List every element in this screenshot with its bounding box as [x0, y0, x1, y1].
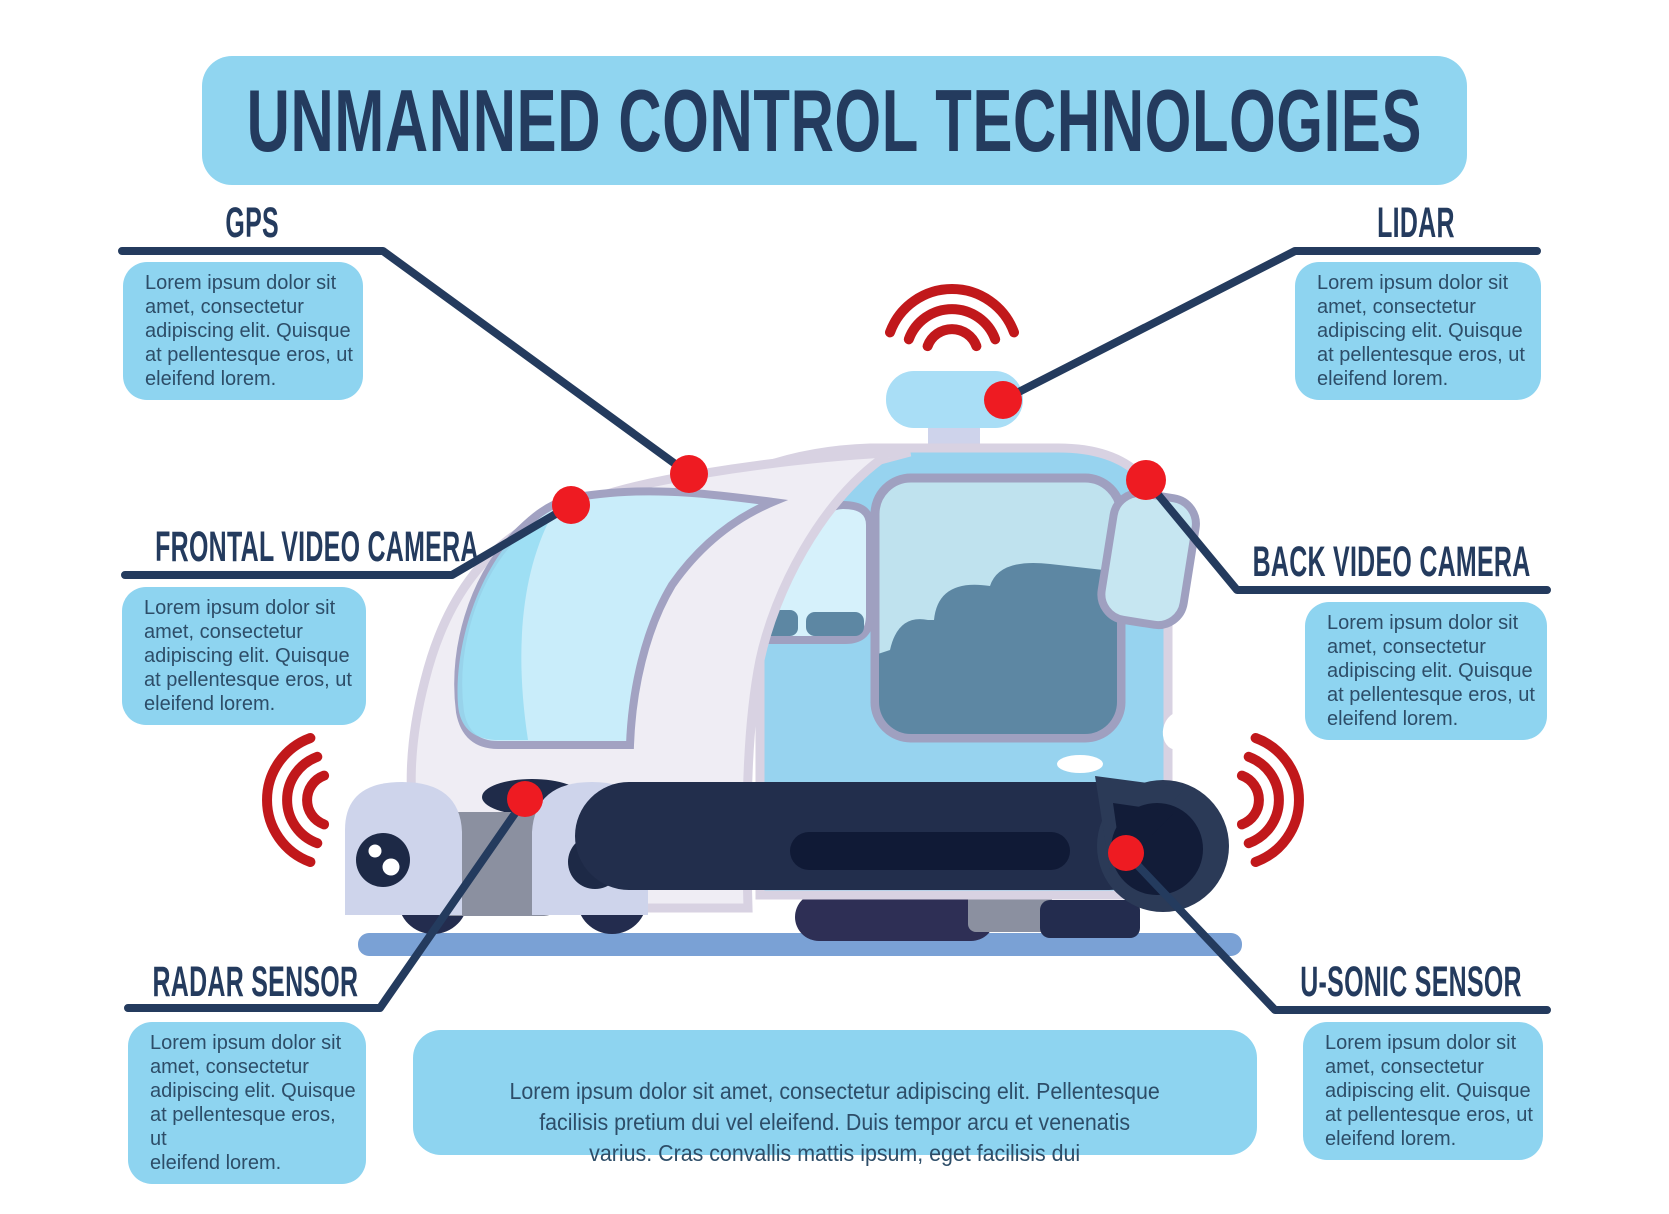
usonic-description: Lorem ipsum dolor sit amet, consectetur … — [1303, 1022, 1543, 1160]
gps-label: GPS — [225, 199, 279, 247]
windshield — [454, 487, 789, 749]
usonic-sensor-point — [1108, 835, 1144, 871]
rear-bumper — [575, 782, 1163, 890]
summary-text: Lorem ipsum dolor sit amet, consectetur … — [509, 1078, 1161, 1166]
lidar-description: Lorem ipsum dolor sit amet, consectetur … — [1295, 262, 1541, 400]
radar-sensor-point — [507, 781, 543, 817]
page-title: UNMANNED CONTROL TECHNOLOGIES — [246, 70, 1423, 170]
lidar-callout-line — [999, 247, 1541, 404]
back-camera-callout-line — [1142, 476, 1551, 594]
frontal-camera-label: FRONTAL VIDEO CAMERA — [155, 523, 479, 571]
usonic-label: U-SONIC SENSOR — [1300, 958, 1522, 1006]
lidar-signal-waves-icon — [885, 284, 1019, 352]
rear-signal-waves-icon — [1236, 733, 1304, 867]
front-signal-waves-icon — [262, 733, 330, 867]
back-camera-label: BACK VIDEO CAMERA — [1253, 538, 1531, 586]
frontal-camera-sensor-point — [552, 486, 590, 524]
radar-description: Lorem ipsum dolor sit amet, consectetur … — [128, 1022, 366, 1184]
usonic-callout-line — [1122, 849, 1551, 1014]
lidar-sensor-point — [984, 381, 1022, 419]
gps-sensor-point — [670, 455, 708, 493]
lidar-label: LIDAR — [1377, 199, 1455, 247]
back-camera-sensor-point — [1126, 460, 1166, 500]
radar-label: RADAR SENSOR — [152, 958, 358, 1006]
ground-line — [358, 933, 1242, 956]
frontal-camera-description: Lorem ipsum dolor sit amet, consectetur … — [122, 587, 366, 725]
body-highlights — [1057, 712, 1194, 773]
gps-description: Lorem ipsum dolor sit amet, consectetur … — [123, 262, 363, 400]
gps-callout-line — [118, 247, 693, 478]
title-banner: UNMANNED CONTROL TECHNOLOGIES — [202, 56, 1467, 185]
frontal-camera-callout-line — [121, 501, 575, 579]
summary-box: Lorem ipsum dolor sit amet, consectetur … — [413, 1030, 1257, 1166]
rear-wheel — [1095, 776, 1229, 912]
back-camera-description: Lorem ipsum dolor sit amet, consectetur … — [1305, 602, 1547, 740]
radar-callout-line — [124, 795, 529, 1012]
side-window — [870, 473, 1126, 743]
